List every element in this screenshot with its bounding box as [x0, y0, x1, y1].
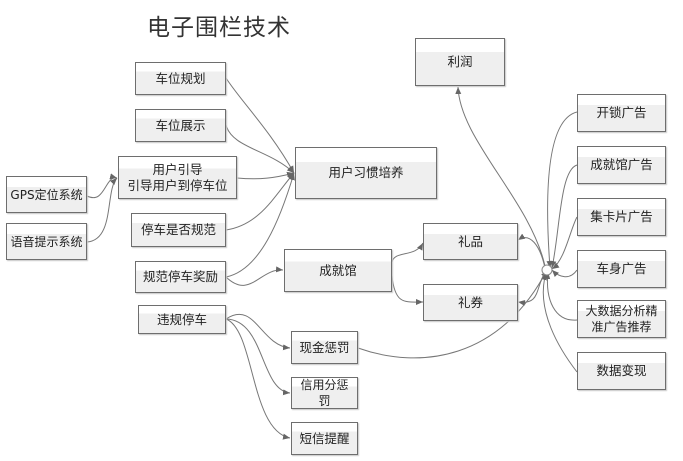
- edge-violation-credit: [225, 318, 291, 396]
- node-voice[interactable]: 语音提示系统: [6, 223, 87, 260]
- node-parking-reward[interactable]: 规范停车奖励: [135, 261, 226, 293]
- edge-voice-guidance: [86, 177, 118, 243]
- node-user-guidance[interactable]: 用户引导引导用户到停车位: [118, 156, 237, 199]
- node-habit[interactable]: 用户习惯培养: [295, 147, 437, 199]
- edge-display-habit: [225, 124, 295, 174]
- node-sms-reminder[interactable]: 短信提醒: [291, 422, 358, 455]
- node-cash-penalty[interactable]: 现金惩罚: [291, 331, 358, 364]
- edge-card-hub: [551, 216, 578, 270]
- node-coupon[interactable]: 礼券: [423, 284, 518, 321]
- edge-hub-coupon: [517, 271, 546, 306]
- edge-unlock-hub: [546, 111, 578, 269]
- edge-achad-hub: [550, 164, 578, 269]
- edge-reward-achievement: [225, 266, 284, 286]
- node-achievement-ad[interactable]: 成就馆广告: [577, 146, 666, 184]
- edge-bigdata-hub: [544, 271, 578, 321]
- edge-body-hub: [551, 269, 578, 278]
- node-body-ad[interactable]: 车身广告: [577, 250, 666, 288]
- node-violation[interactable]: 违规停车: [138, 305, 226, 334]
- node-achievement-hall[interactable]: 成就馆: [284, 249, 392, 292]
- node-gps[interactable]: GPS定位系统: [6, 176, 87, 213]
- edge-planning-habit: [225, 77, 295, 174]
- diagram-title: 电子围栏技术: [147, 15, 291, 41]
- edge-datamon-hub: [541, 272, 578, 373]
- node-credit-penalty[interactable]: 信用分惩罚: [291, 377, 358, 409]
- node-parking-display[interactable]: 车位展示: [135, 109, 226, 142]
- node-profit[interactable]: 利润: [415, 38, 505, 86]
- node-user-guidance-label: 用户引导引导用户到停车位: [127, 161, 228, 193]
- node-gift[interactable]: 礼品: [423, 223, 518, 260]
- node-data-monetization[interactable]: 数据变现: [577, 352, 666, 390]
- edge-violation-sms: [225, 318, 291, 440]
- node-bigdata-ad[interactable]: 大数据分析精准广告推荐: [577, 300, 666, 338]
- edge-violation-cash: [225, 313, 291, 351]
- edge-guidance-habit: [236, 171, 295, 180]
- edge-hub-profit: [455, 86, 546, 267]
- node-parking-compliance[interactable]: 停车是否规范: [131, 213, 226, 247]
- edge-achievement-gift: [391, 242, 424, 263]
- node-unlock-ad[interactable]: 开锁广告: [577, 94, 666, 132]
- node-parking-planning[interactable]: 车位规划: [135, 62, 226, 95]
- edge-hub-gift: [517, 233, 546, 269]
- edge-cash-hub: [357, 269, 548, 359]
- node-card-ad[interactable]: 集卡片广告: [577, 198, 666, 236]
- edge-compliance-habit: [225, 172, 295, 231]
- edge-achievement-coupon: [391, 275, 424, 306]
- edge-reward-habit: [225, 172, 295, 278]
- hub-node: [541, 264, 553, 276]
